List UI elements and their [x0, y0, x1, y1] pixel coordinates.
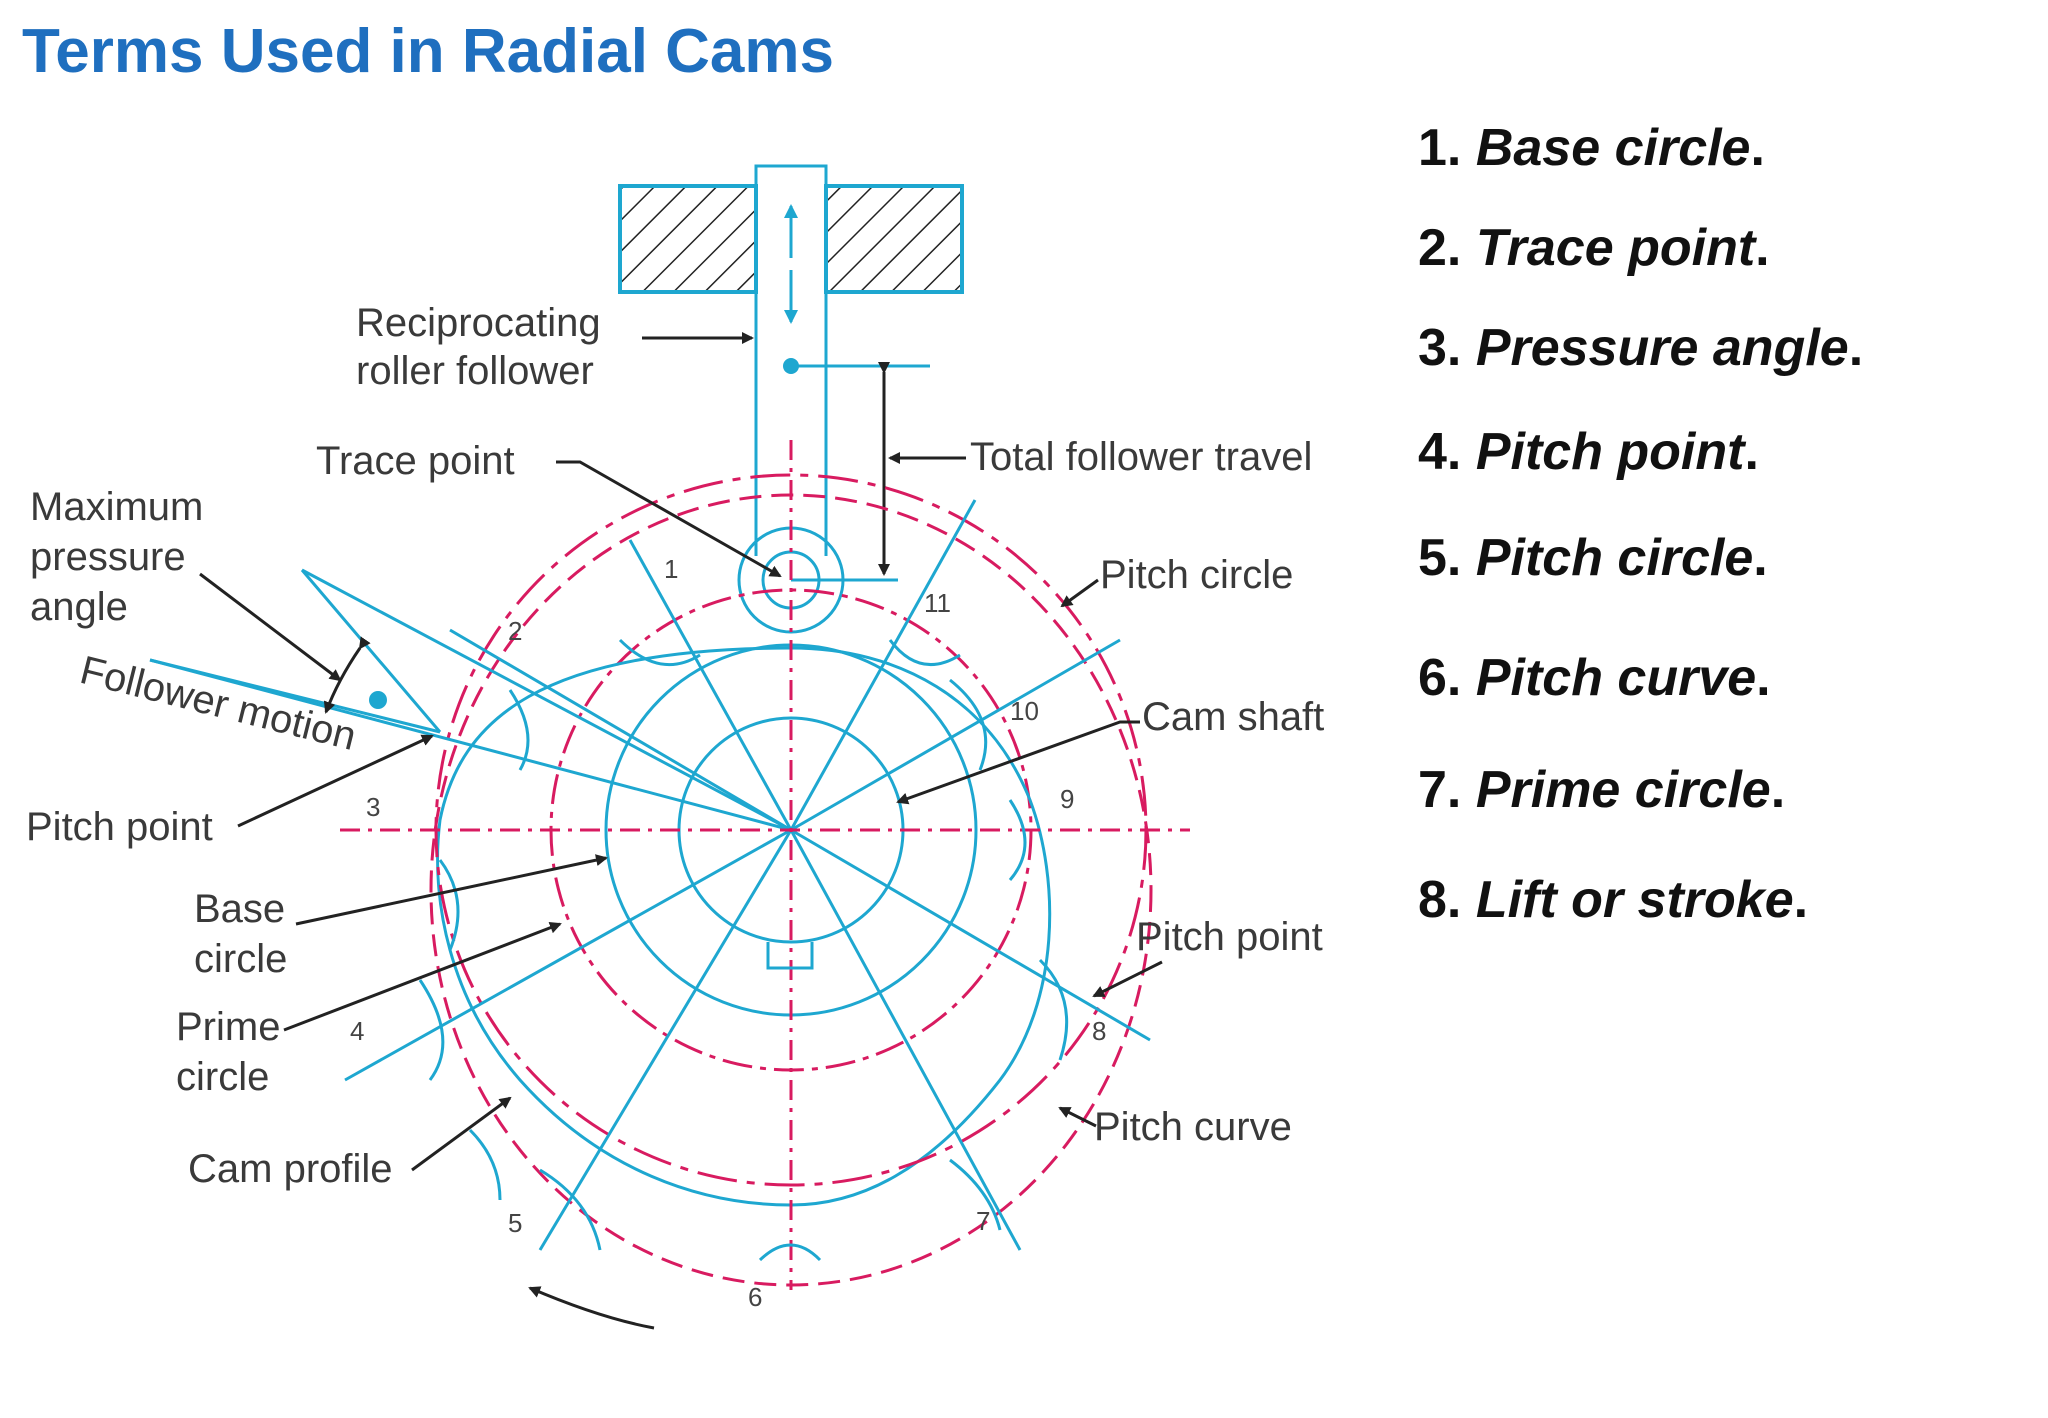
roller-arcs [418, 638, 1069, 1262]
term-item: 2. Trace point. [1418, 219, 1770, 277]
pointer-trace-point [556, 460, 782, 578]
division-number-8: 8 [1092, 1016, 1106, 1046]
cam-profile [436, 646, 1052, 1207]
division-number-9: 9 [1060, 784, 1074, 814]
label-total-follower-travel: Total follower travel [970, 435, 1312, 479]
pointer-cam-profile [411, 1096, 512, 1172]
label-base-circle: circle [194, 937, 287, 981]
division-number-6: 6 [748, 1282, 762, 1312]
pointer-pitch-curve [1058, 1106, 1097, 1128]
label-pitch-circle: Pitch circle [1100, 553, 1293, 597]
term-item: 1. Base circle. [1418, 119, 1765, 177]
follower-stem [754, 164, 828, 556]
label-prime-circle: circle [176, 1055, 269, 1099]
label-base: Base [194, 887, 285, 931]
label-pressure: pressure [30, 535, 186, 579]
label-pitch-point-right: Pitch point [1136, 915, 1323, 959]
keyway [766, 942, 814, 970]
label-maximum: Maximum [30, 485, 203, 529]
division-number-7: 7 [976, 1206, 990, 1236]
division-number-5: 5 [508, 1208, 522, 1238]
term-item: 8. Lift or stroke. [1418, 871, 1809, 929]
pointer-max-pressure [199, 572, 342, 682]
label-roller-follower: roller follower [356, 349, 594, 393]
division-number-1: 1 [664, 554, 678, 584]
term-item: 3. Pressure angle. [1418, 319, 1864, 377]
pointer-pitch-point-right [1092, 960, 1163, 998]
term-item: 7. Prime circle. [1418, 761, 1786, 819]
follower-motion-line [300, 569, 442, 733]
division-number-3: 3 [366, 792, 380, 822]
pointer-cam-shaft [896, 720, 1140, 805]
pressure-angle-arc [323, 636, 371, 714]
label-prime: Prime [176, 1005, 280, 1049]
label-pitch-point-left: Pitch point [26, 805, 213, 849]
rotation-arrow [528, 1286, 655, 1330]
term-item: 4. Pitch point. [1418, 423, 1759, 481]
division-number-11: 11 [924, 588, 951, 618]
label-pitch-curve: Pitch curve [1094, 1105, 1292, 1149]
label-angle: angle [30, 585, 128, 629]
pointer-base-circle [295, 854, 608, 926]
term-item: 6. Pitch curve. [1418, 649, 1771, 707]
term-item: 5. Pitch circle. [1418, 529, 1768, 587]
label-cam-shaft: Cam shaft [1142, 695, 1324, 739]
pointer-pitch-point-left [237, 734, 434, 828]
label-trace-point: Trace point [316, 439, 515, 483]
label-reciprocating: Reciprocating [356, 301, 601, 345]
pointer-prime-circle [283, 921, 562, 1032]
division-number-4: 4 [350, 1016, 364, 1046]
guide-block-left [618, 184, 758, 294]
cam-diagram: 1 2 3 4 5 6 7 8 9 10 11 Reciprocating ro… [26, 164, 1324, 1330]
page-title: Terms Used in Radial Cams [22, 17, 835, 86]
label-cam-profile: Cam profile [188, 1147, 393, 1191]
pressure-normal-line [149, 658, 441, 734]
follower-motion-dot [369, 691, 387, 709]
radial-lines [149, 499, 1151, 1251]
pointer-pitch-circle [1060, 578, 1099, 608]
division-number-10: 10 [1010, 696, 1039, 726]
guide-block-right [824, 184, 964, 294]
division-number-2: 2 [508, 616, 522, 646]
